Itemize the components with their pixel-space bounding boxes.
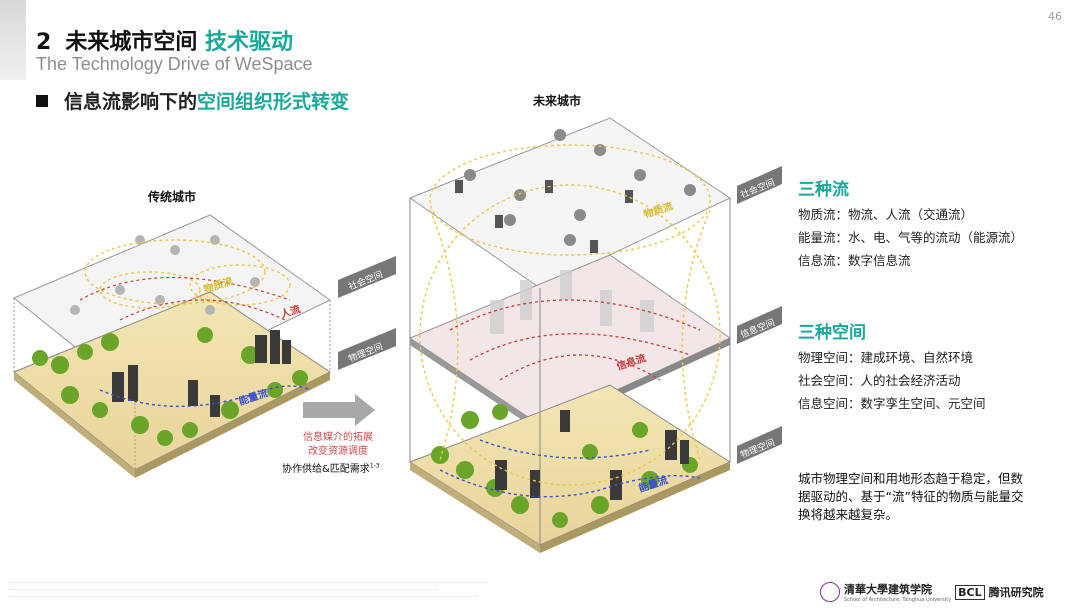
citation-superscript: 1-3 xyxy=(369,462,380,470)
corner-decoration xyxy=(0,0,26,80)
three-flows-line-1: 物质流：物流、人流（交通流） xyxy=(798,207,974,222)
city-diagram: 物质流 人流 能量流 社会空间 物理空间 xyxy=(13,117,782,553)
three-flows-title: 三种流 xyxy=(798,180,849,200)
traditional-city-label: 传统城市 xyxy=(148,190,197,204)
traditional-physical-space-tag: 物理空间 xyxy=(338,328,396,370)
arrow-caption: 信息媒介的拓展 改变资源调度 xyxy=(292,431,384,459)
three-spaces-line-3: 信息空间：数字孪生空间、元空间 xyxy=(798,396,986,411)
arrow-caption-line1: 信息媒介的拓展 xyxy=(303,432,373,443)
arrow-caption-line3: 协作供给&匹配需求1-3 xyxy=(282,460,380,475)
future-info-space-tag: 信息空间 xyxy=(737,306,782,344)
page-number: 46 xyxy=(1048,10,1062,23)
arrow-caption-line2: 改变资源调度 xyxy=(308,446,368,457)
slide-subtitle: The Technology Drive of WeSpace xyxy=(36,54,313,74)
traditional-social-space-tag: 社会空间 xyxy=(338,256,396,298)
arrow-caption-line3-text: 协作供给&匹配需求 xyxy=(282,464,370,475)
three-flows-line-2: 能量流：水、电、气等的流动（能源流） xyxy=(798,230,1024,245)
section-number: 2 xyxy=(36,30,52,55)
logo-bar: 清華大學建筑学院 School of Architecture, Tsinghu… xyxy=(820,580,1044,604)
three-spaces-line-1: 物理空间：建成环境、自然环境 xyxy=(798,350,974,365)
bcl-logo: BCL xyxy=(955,584,985,600)
section-heading: 信息流影响下的空间组织形式转变 xyxy=(36,87,349,114)
future-social-space-tag: 社会空间 xyxy=(737,166,782,204)
traditional-city-diagram: 物质流 人流 能量流 社会空间 物理空间 xyxy=(13,214,396,478)
future-city-label: 未来城市 xyxy=(533,94,582,108)
slide-title: 2 未来城市空间 技术驱动 xyxy=(36,24,293,56)
heading-main: 信息流影响下的 xyxy=(64,91,198,113)
school-name: 建筑学院 xyxy=(888,583,932,596)
transition-arrow-icon xyxy=(303,394,375,426)
three-spaces-title: 三种空间 xyxy=(798,323,866,343)
square-bullet-icon xyxy=(36,94,48,107)
future-physical-space-tag: 物理空间 xyxy=(737,426,782,464)
three-flows-line-3: 信息流：数字信息流 xyxy=(798,253,911,268)
title-main: 未来城市空间 xyxy=(65,30,198,55)
title-accent: 技术驱动 xyxy=(205,30,294,55)
tsinghua-logo: 清華大學建筑学院 School of Architecture, Tsinghu… xyxy=(844,581,951,603)
tencent-institute-logo: 腾讯研究院 xyxy=(988,586,1044,599)
footnotes xyxy=(8,576,488,597)
school-name-en: School of Architecture, Tsinghua Univers… xyxy=(844,597,952,603)
heading-accent: 空间组织形式转变 xyxy=(197,91,350,113)
conclusion-text: 城市物理空间和用地形态趋于稳定，但数据驱动的、基于“流”特征的物质与能量交换将越… xyxy=(798,471,1024,522)
future-social-plane xyxy=(408,117,732,289)
university-name: 清華大學 xyxy=(844,583,888,596)
future-city-diagram: 物质流 信息流 能量流 社会空间 信息空间 物理空间 xyxy=(408,117,782,553)
three-spaces-line-2: 社会空间：人的社会经济活动 xyxy=(798,373,961,388)
tsinghua-seal-icon xyxy=(820,582,840,602)
